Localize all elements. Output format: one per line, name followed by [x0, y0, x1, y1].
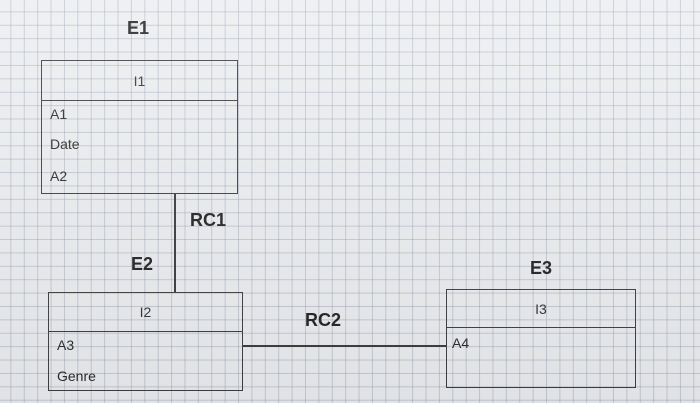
entity-e3-identifier-text: I3: [535, 300, 547, 317]
entity-e2-identifier: I2: [49, 293, 242, 332]
relationship-rc1-label: RC1: [190, 210, 227, 230]
entity-e3-identifier: I3: [447, 290, 635, 328]
entity-e2-box: I2: [48, 292, 243, 391]
entity-e2-attribute-genre: Genre: [57, 368, 96, 384]
rc1-connector-line: [174, 193, 176, 293]
entity-e2-name: E2: [131, 254, 154, 274]
entity-e1-box: I1: [41, 60, 238, 194]
entity-e1-attribute-a1: A1: [50, 106, 68, 122]
entity-e1-attribute-date: Date: [50, 136, 80, 152]
entity-e1-identifier: I1: [42, 61, 237, 101]
entity-e2-identifier-text: I2: [139, 304, 152, 320]
entity-e3-box: I3: [446, 289, 636, 388]
entity-e1-identifier-text: I1: [133, 72, 146, 89]
entity-e1-attribute-a2: A2: [50, 168, 68, 184]
entity-e3-attribute-a4: A4: [452, 335, 470, 351]
entity-e3-name: E3: [530, 258, 553, 278]
entity-e1-name: E1: [127, 18, 150, 38]
entity-e2-attribute-a3: A3: [57, 337, 75, 353]
rc2-connector-line: [242, 345, 447, 347]
relationship-rc2-label: RC2: [305, 310, 342, 330]
